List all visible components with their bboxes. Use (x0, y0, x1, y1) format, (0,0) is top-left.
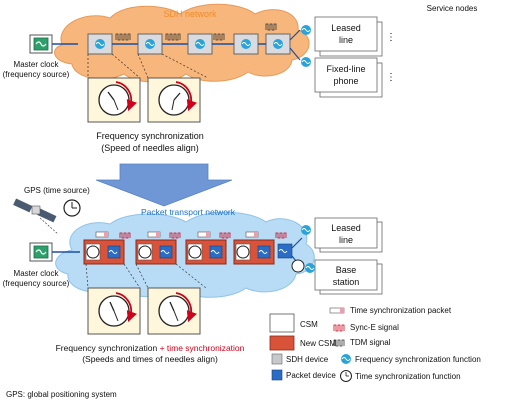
master-clock-bottom-label-2: (frequency source) (3, 279, 70, 288)
legend-sdh-device: SDH device (271, 353, 329, 365)
caption-bottom-2: (Speeds and times of needles align) (82, 354, 218, 364)
legend-sync-e: Sync-E signal (333, 323, 399, 332)
svg-text:Packet device: Packet device (286, 371, 336, 380)
legend-packet-device: Packet device (271, 369, 336, 381)
leased-line-bottom-2: line (339, 235, 353, 245)
fixed-line-top-2: phone (333, 76, 358, 86)
ellipsis-top-1: ⋮ (386, 32, 396, 43)
legend-time-sync-function: Time synchronization function (340, 370, 461, 382)
leased-line-top-1: Leased (331, 23, 361, 33)
master-clock-top-label-1: Master clock (14, 60, 60, 69)
legend-time-sync-packet: Time synchronization packet (329, 306, 452, 315)
caption-top-2: (Speed of needles align) (101, 143, 199, 153)
svg-text:CSM: CSM (300, 320, 318, 329)
sync-e-signals-bottom (119, 232, 287, 239)
master-clock-top (29, 34, 53, 54)
legend-tdm: TDM signal (333, 338, 391, 347)
transition-arrow (95, 163, 233, 207)
leased-line-node-top: Leased line ⋮ (301, 16, 396, 57)
caption-top-1: Frequency synchronization (96, 131, 204, 141)
master-clock-top-label-2: (frequency source) (3, 70, 70, 79)
base-station-bottom-1: Base (336, 265, 357, 275)
callouts-top (87, 53, 209, 79)
leased-line-bottom-1: Leased (331, 223, 361, 233)
fixed-line-node-top: Fixed-line phone ⋮ (301, 57, 396, 98)
time-sync-packets-bottom (95, 231, 259, 238)
packet-network-label: Packet transport network (141, 207, 236, 217)
svg-text:TDM signal: TDM signal (350, 338, 391, 347)
svg-text:Time synchronization function: Time synchronization function (355, 372, 461, 381)
legend-freq-sync-function: Frequency synchronization function (341, 354, 481, 364)
svg-text:Sync-E signal: Sync-E signal (350, 323, 399, 332)
callouts-bottom (85, 263, 207, 289)
caption-bottom-part2: + time synchronization (157, 343, 244, 353)
ellipsis-top-2: ⋮ (386, 72, 396, 83)
svg-text:Time synchronization packet: Time synchronization packet (350, 306, 452, 315)
service-links-top (289, 29, 301, 61)
caption-bottom-part1: Frequency synchronization (56, 343, 158, 353)
legend-csm: CSM (269, 313, 318, 333)
clock-panel-top-1 (87, 77, 141, 123)
legend: Time synchronization packet CSM Sync-E s… (269, 306, 481, 382)
svg-text:SDH device: SDH device (286, 355, 329, 364)
svg-text:New CSM: New CSM (300, 339, 336, 348)
sdh-network-label: SDH network (163, 9, 217, 19)
tdm-signals-top (115, 23, 277, 41)
footnote: GPS: global positioning system (6, 390, 117, 399)
base-station-node-bottom: Base station (291, 259, 383, 295)
service-nodes-label: Service nodes (427, 4, 478, 13)
gps-time-icon (63, 199, 81, 217)
clock-panel-bottom-1 (87, 287, 141, 335)
master-clock-bottom-label-1: Master clock (14, 269, 60, 278)
clock-panel-bottom-2 (147, 287, 201, 335)
svg-text:Frequency synchronization func: Frequency synchronization function (355, 355, 481, 364)
leased-line-node-bottom: Leased line (301, 217, 383, 253)
fixed-line-top-1: Fixed-line (326, 64, 365, 74)
gps-satellite (13, 198, 59, 235)
base-station-bottom-2: station (333, 277, 360, 287)
leased-line-top-2: line (339, 35, 353, 45)
legend-new-csm: New CSM (269, 335, 336, 351)
caption-bottom-1: Frequency synchronization + time synchro… (56, 343, 245, 353)
master-clock-bottom (29, 242, 53, 262)
clock-panel-top-2 (147, 77, 201, 123)
gps-label: GPS (time source) (24, 186, 90, 195)
packet-node-row-bottom (83, 239, 293, 265)
